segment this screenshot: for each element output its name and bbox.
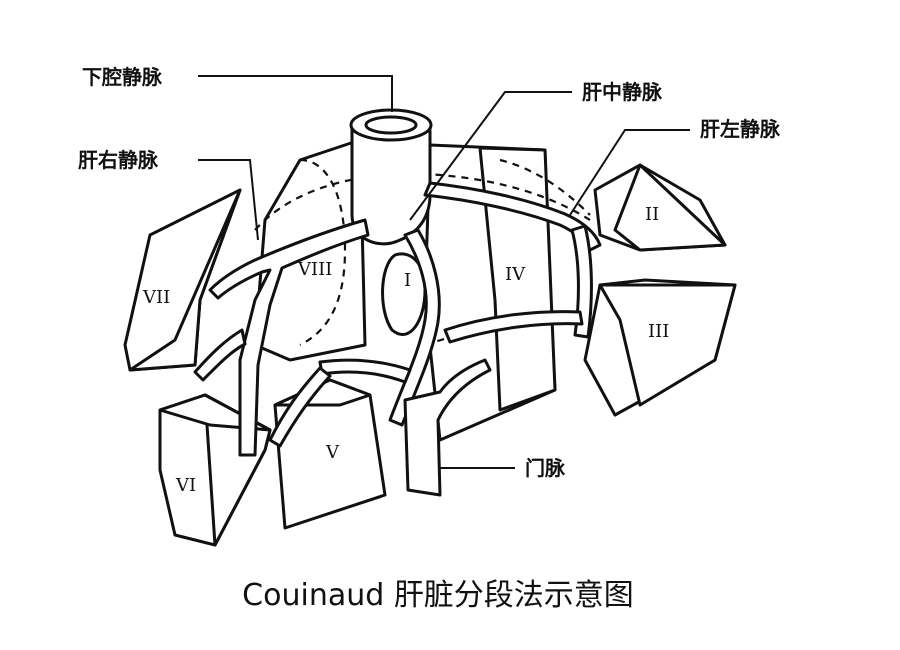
leader-ivc xyxy=(198,75,393,112)
leader-left-hepatic-vein xyxy=(569,129,690,216)
leader-middle-hepatic-vein xyxy=(409,91,572,221)
boundary-dashed-upper xyxy=(254,172,591,231)
segment-vii-label: VII xyxy=(142,287,170,308)
boundary-dashed-left xyxy=(499,158,591,216)
segment-iv-label: IV xyxy=(505,264,526,285)
segment-vi-label: VI xyxy=(175,475,196,496)
label-ivc: 下腔静脉 xyxy=(82,65,163,89)
label-right-hepatic-vein: 肝右静脉 xyxy=(78,148,159,172)
segment-iii-label: III xyxy=(648,321,669,342)
boundary-dashed-right xyxy=(299,158,347,346)
label-middle-hepatic-vein: 肝中静脉 xyxy=(582,80,663,104)
right-hepatic-vein-branch xyxy=(193,328,247,382)
segment-ii-label: II xyxy=(645,204,659,225)
segment-viii-label: VIII xyxy=(297,259,332,280)
segment-vii-face xyxy=(128,188,242,372)
right-hepatic-vein-shape xyxy=(208,218,370,457)
portal-vein-left-branch xyxy=(443,310,584,344)
segment-v-label: V xyxy=(325,442,340,463)
label-left-hepatic-vein: 肝左静脉 xyxy=(700,117,781,141)
portal-vein-right-branch xyxy=(318,358,412,384)
leader-right-hepatic-vein xyxy=(198,159,259,241)
segment-i-label: I xyxy=(404,270,411,291)
label-portal-vein: 门脉 xyxy=(525,456,566,480)
portal-vein-trunk xyxy=(403,358,492,497)
ivc-top-ring-inner xyxy=(364,115,418,135)
left-hepatic-vein-shape xyxy=(423,181,602,252)
portal-vein-lower-branch xyxy=(268,366,332,448)
segment-iii-face xyxy=(598,283,737,407)
middle-hepatic-vein-shape xyxy=(388,228,441,427)
figure-caption: Couinaud 肝脏分段法示意图 xyxy=(242,578,634,613)
segment-ii-face xyxy=(613,163,727,252)
left-hepatic-vein-branch xyxy=(570,224,593,339)
